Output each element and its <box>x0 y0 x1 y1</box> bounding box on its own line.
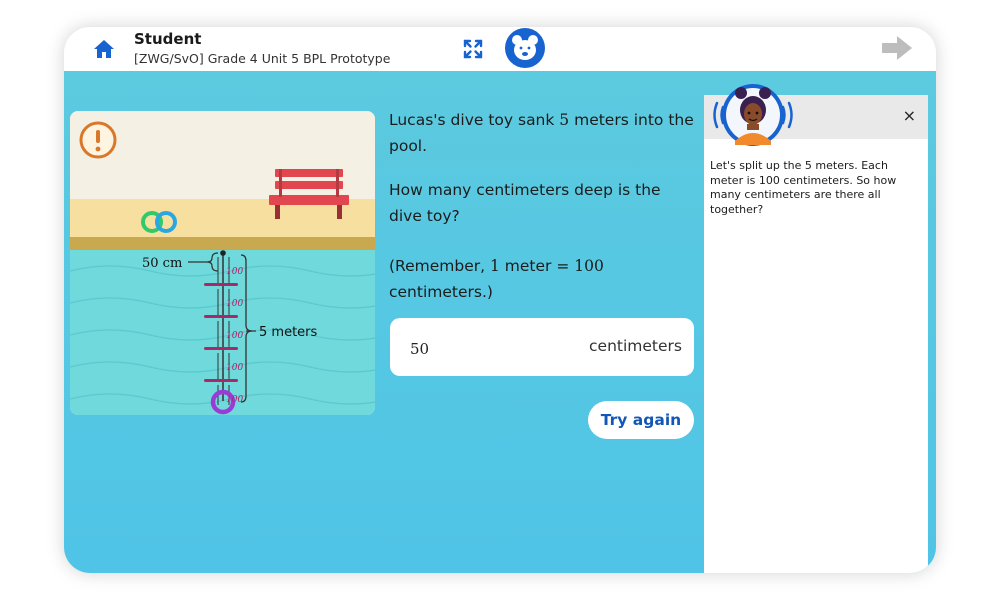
question-text: Lucas's dive toy sank 5 meters into the … <box>389 107 694 323</box>
close-icon[interactable]: × <box>902 106 916 125</box>
home-icon[interactable] <box>92 37 116 61</box>
pool-scene: 50 cm 5 meters 100 100 100 100 100 <box>70 111 375 415</box>
device-frame: Student [ZWG/SvO] Grade 4 Unit 5 BPL Pro… <box>64 27 936 573</box>
answer-box: centimeters <box>390 318 694 376</box>
answer-unit: centimeters <box>589 337 682 355</box>
top-bar: Student [ZWG/SvO] Grade 4 Unit 5 BPL Pro… <box>64 27 936 71</box>
bear-icon <box>512 35 538 60</box>
hint-text: Let's split up the 5 meters. Each meter … <box>710 159 897 216</box>
course-title: [ZWG/SvO] Grade 4 Unit 5 BPL Prototype <box>134 51 391 66</box>
tick-label: 100 <box>226 267 243 277</box>
tick-label: 100 <box>226 395 243 405</box>
speaking-icon <box>713 101 793 129</box>
main-area: 50 cm 5 meters 100 100 100 100 100 Lucas… <box>64 71 936 573</box>
alert-icon <box>79 121 117 159</box>
question-line-1: Lucas's dive toy sank 5 meters into the … <box>389 111 694 155</box>
tick-label: 100 <box>226 299 243 309</box>
label-50cm: 50 cm <box>142 256 182 271</box>
pool-illustration: 50 cm 5 meters 100 100 100 100 100 <box>70 111 375 415</box>
next-arrow-icon[interactable] <box>880 34 914 62</box>
title-block: Student [ZWG/SvO] Grade 4 Unit 5 BPL Pro… <box>134 30 390 68</box>
bench-image <box>269 169 349 219</box>
tick-label: 100 <box>226 363 243 373</box>
question-line-3: (Remember, 1 meter = 100 centimeters.) <box>389 257 604 301</box>
tutor-avatar <box>713 84 793 146</box>
user-name: Student <box>134 30 202 48</box>
question-line-2: How many centimeters deep is the dive to… <box>389 181 661 225</box>
fullscreen-icon[interactable] <box>462 38 484 60</box>
try-again-button[interactable]: Try again <box>588 401 694 439</box>
tick-label: 100 <box>226 331 243 341</box>
answer-input[interactable] <box>408 336 572 362</box>
bear-avatar-button[interactable] <box>505 28 545 68</box>
label-5-meters: 5 meters <box>259 325 318 340</box>
hint-panel: × Let's split up the 5 meters. Each mete… <box>704 95 928 573</box>
